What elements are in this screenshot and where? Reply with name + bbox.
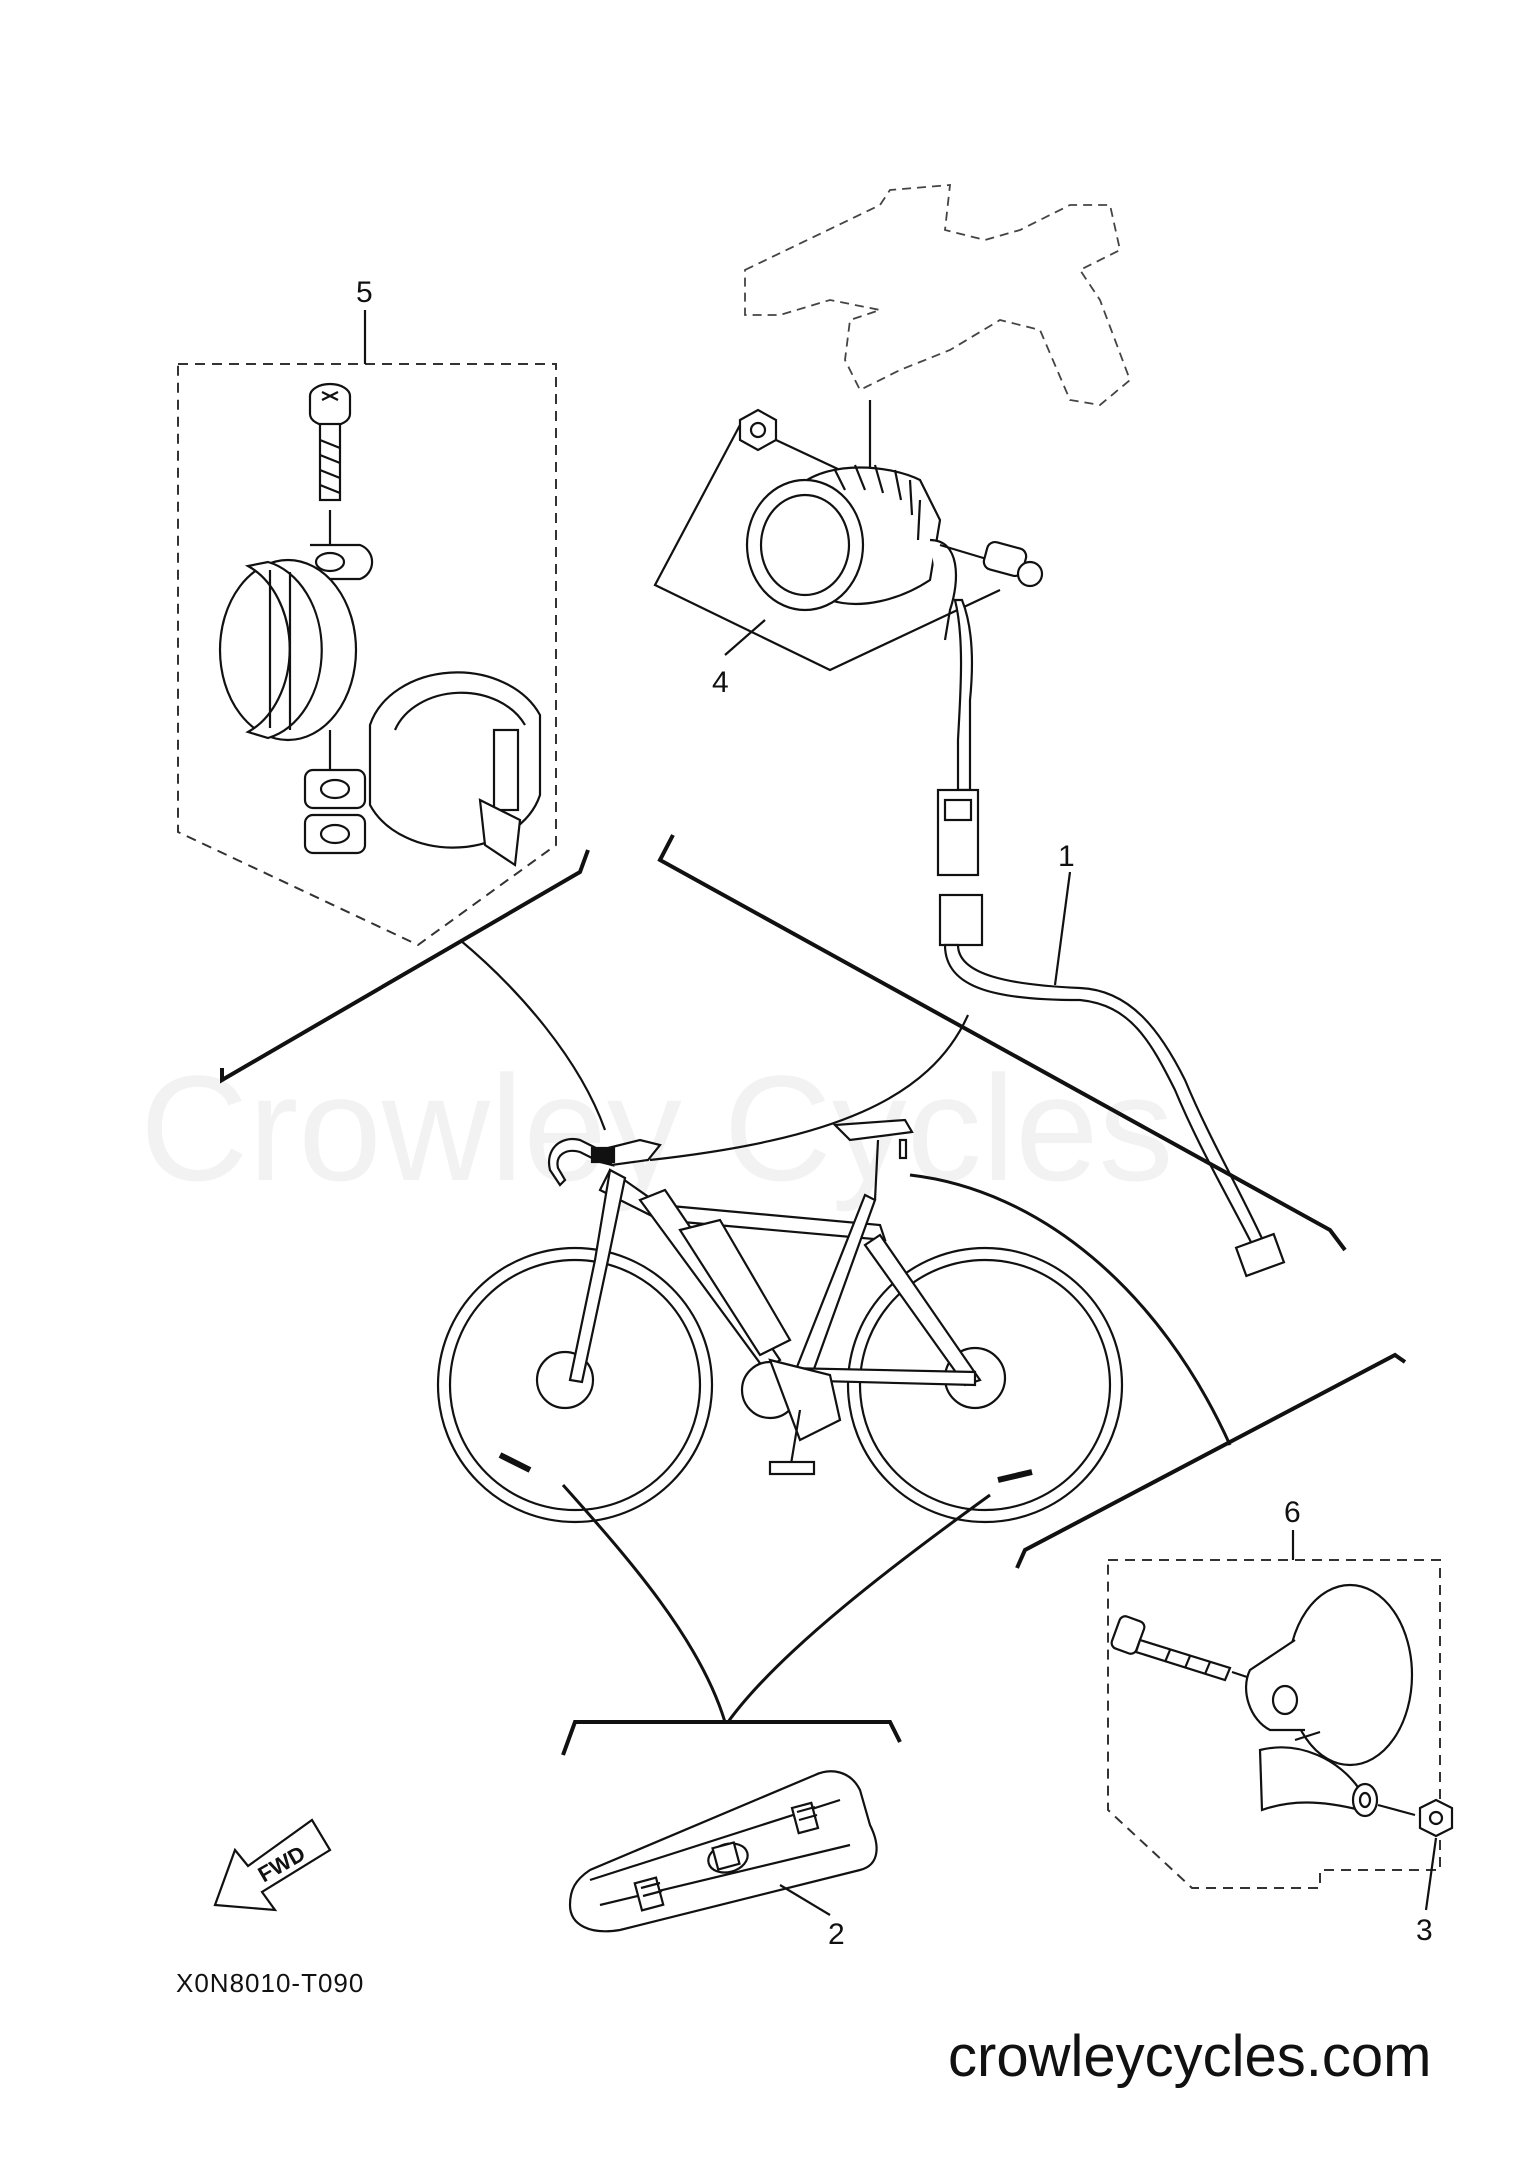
part-1-wire-harness <box>938 893 1286 1278</box>
connector-plug-icon <box>938 893 984 947</box>
website-footer: crowleycycles.com <box>948 2024 1431 2089</box>
part-6-dashed-boundary <box>1107 1559 1441 1889</box>
clamp-icon <box>1258 1746 1379 1818</box>
callout-5: 5 <box>356 276 373 309</box>
drawing-code: X0N8010-T090 <box>176 1968 364 1998</box>
nut-icon <box>738 408 778 452</box>
bolt-icon <box>1110 1615 1232 1682</box>
saddle-icon <box>832 1118 914 1142</box>
view-bracket-1-4 <box>657 834 1347 1252</box>
front-wheel <box>436 1246 714 1524</box>
nut-icon <box>1418 1798 1454 1838</box>
view-bracket-2 <box>561 1720 902 1756</box>
rear-lamp-icon <box>1245 1583 1414 1767</box>
watermark-text: Crowley Cycles <box>140 1044 1174 1212</box>
part-4-headlight <box>653 184 1132 877</box>
headlight-icon <box>745 464 958 641</box>
callout-4: 4 <box>712 666 729 699</box>
callout-3: 3 <box>1416 1914 1433 1947</box>
fwd-arrow-icon: FWD <box>213 1818 332 1912</box>
part-5-dashed-boundary <box>177 363 557 947</box>
mount-adapter-icon <box>218 543 374 742</box>
bolt-icon <box>939 540 1044 588</box>
battery-icon <box>678 1218 792 1357</box>
callout-2: 2 <box>828 1918 845 1951</box>
e-bike-illustration <box>436 1118 1124 1524</box>
callout-6: 6 <box>1284 1496 1301 1529</box>
part-5-bracket-kit <box>177 363 557 947</box>
handlebar-clamp-marker <box>590 1146 616 1164</box>
part-6-rear-light <box>1107 1559 1454 1889</box>
callout-1: 1 <box>1058 840 1075 873</box>
ghost-stem-bracket <box>744 184 1132 406</box>
screw-icon <box>308 382 352 502</box>
clamp-icon <box>303 671 542 867</box>
view-bracket-5 <box>220 849 590 1084</box>
view-bracket-6 <box>1015 1352 1407 1569</box>
connector-end-icon <box>1234 1232 1286 1278</box>
part-2-reflector <box>568 1770 878 1933</box>
rear-wheel <box>846 1246 1124 1524</box>
